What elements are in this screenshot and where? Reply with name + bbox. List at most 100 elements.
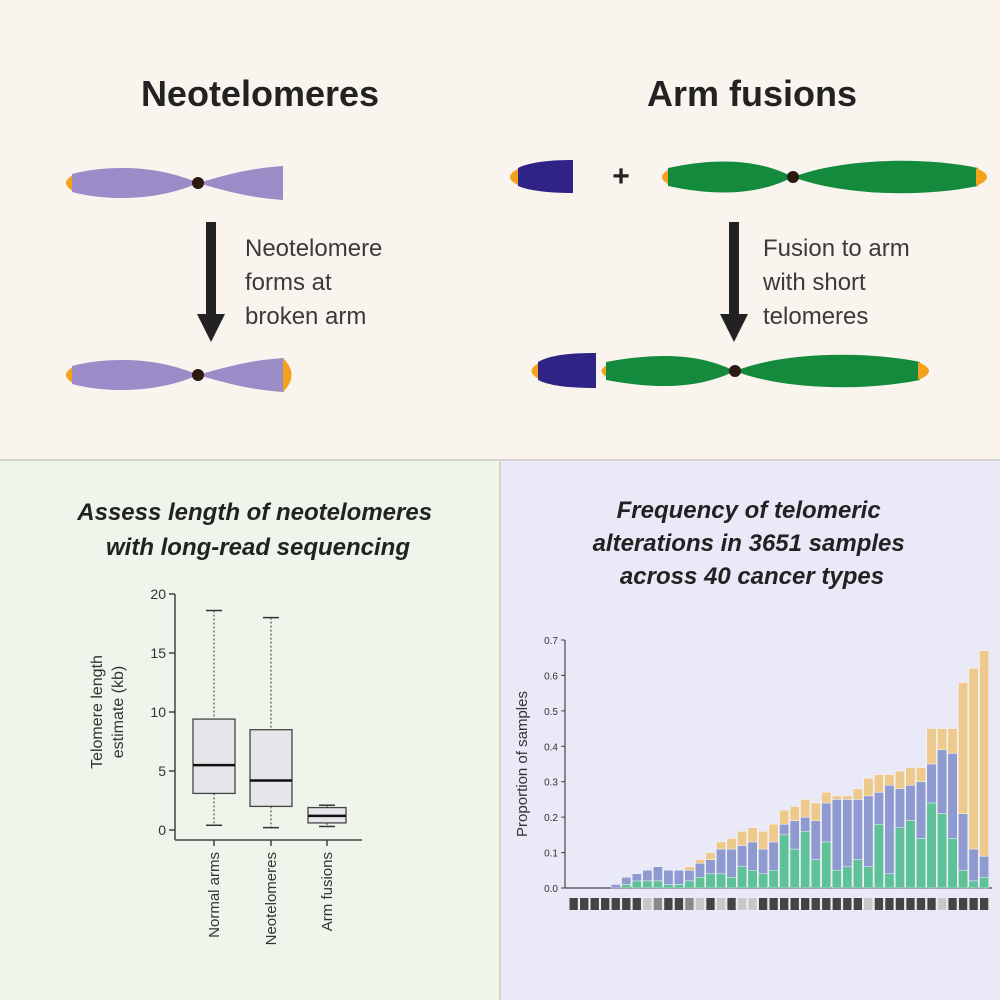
sample-type-cell [737,898,747,910]
sample-type-cell [622,898,631,910]
bar-segment [695,877,705,889]
sample-type-cell [643,898,652,910]
y-tick-label: 0.3 [544,778,558,789]
arm-fusions-title: Arm fusions [647,73,857,114]
y-tick-label: 0.0 [544,884,558,895]
sample-type-cell [916,898,926,910]
sample-type-cell [885,898,894,910]
bar-segment [695,859,705,864]
bar-segment [852,859,863,889]
x-tick-label: Normal arms [206,852,223,938]
y-axis-label-line: estimate (kb) [110,666,127,758]
bar-segment [789,820,800,850]
neotelomere-chromosome [66,358,292,392]
bar-segment [968,880,979,889]
bar-segment [884,785,895,875]
title-line: Frequency of telomeric [617,497,881,524]
fragment-body [538,353,596,388]
y-tick-label: 0 [158,822,166,838]
title-line: Assess length of neotelomeres [76,499,432,526]
centromere [192,369,204,381]
bar-segment [916,838,926,889]
bar-segment [958,870,968,889]
telomere-cap [976,168,987,186]
y-tick-label: 0.4 [544,742,558,753]
chromosome-arm-long [793,160,978,194]
sample-type-cell [748,898,757,910]
bar-segment [684,870,695,882]
bar-segment [663,884,674,889]
bar-segment [937,813,947,889]
sample-type-cell [843,898,852,910]
y-tick-label: 0.2 [544,813,558,824]
sample-type-cell [979,898,989,910]
bar-segment [852,799,863,860]
box [192,718,236,795]
plus-sign: + [612,160,630,193]
bar-segment [810,859,821,889]
sample-type-cell [853,898,862,910]
y-tick-label: 0.1 [544,849,558,860]
bar-segment [800,799,811,818]
bar-segment [800,816,811,832]
caption-line: telomeres [763,303,868,330]
sample-type-cell [580,898,589,910]
sample-type-cell [632,898,641,910]
sample-type-cell [874,898,884,910]
chromosome-arm-left [72,167,198,199]
sample-type-cell [811,898,820,910]
bar-segment [947,728,958,754]
neotelomere-cap [283,358,292,392]
bar-segment [895,827,905,889]
bar-segment [905,767,916,786]
box [249,729,293,808]
bar-segment [842,795,853,800]
bar-segment [779,824,790,836]
bar-segment [968,668,979,850]
sample-type-cell [695,898,705,910]
bar-segment [852,788,863,800]
bar-segment [642,880,653,889]
bar-segment [863,866,874,889]
bar-segment [821,802,832,843]
sample-type-cell [769,898,778,910]
sample-type-cell [727,898,736,910]
bar-segment [905,785,916,821]
intact-chromosome [662,160,987,194]
bar-segment [874,792,884,825]
sample-type-cell [864,898,873,910]
bar-segment [674,884,684,889]
bar-segment [779,809,790,825]
centromere [787,171,799,183]
bar-segment [895,788,905,828]
bar-segment [831,795,842,800]
broken-fragment [510,160,573,193]
fused-chromosome [531,353,929,388]
bar-segment [895,770,905,789]
title-line: alterations in 3651 samples [593,530,905,557]
y-tick-label: 0.7 [544,636,558,647]
bar-segment [979,650,989,857]
bar-segment [747,827,758,843]
sample-type-cell [958,898,968,910]
sample-type-cell [611,898,620,910]
sample-type-cell [758,898,768,910]
caption-line: broken arm [245,303,366,330]
sample-type-cell [948,898,957,910]
sample-type-cell [685,898,694,910]
bar-segment [768,870,779,889]
bar-segment [768,841,779,871]
bar-segment [842,866,853,889]
bar-segment [631,880,642,889]
bar-segment [737,831,747,846]
sample-type-cell [664,898,673,910]
bar-segment [979,855,989,878]
bar-segment [800,831,811,889]
caption-line: with short [762,269,866,296]
bar-segment [631,873,642,882]
y-axis-label-line: Telomere length [89,655,106,769]
